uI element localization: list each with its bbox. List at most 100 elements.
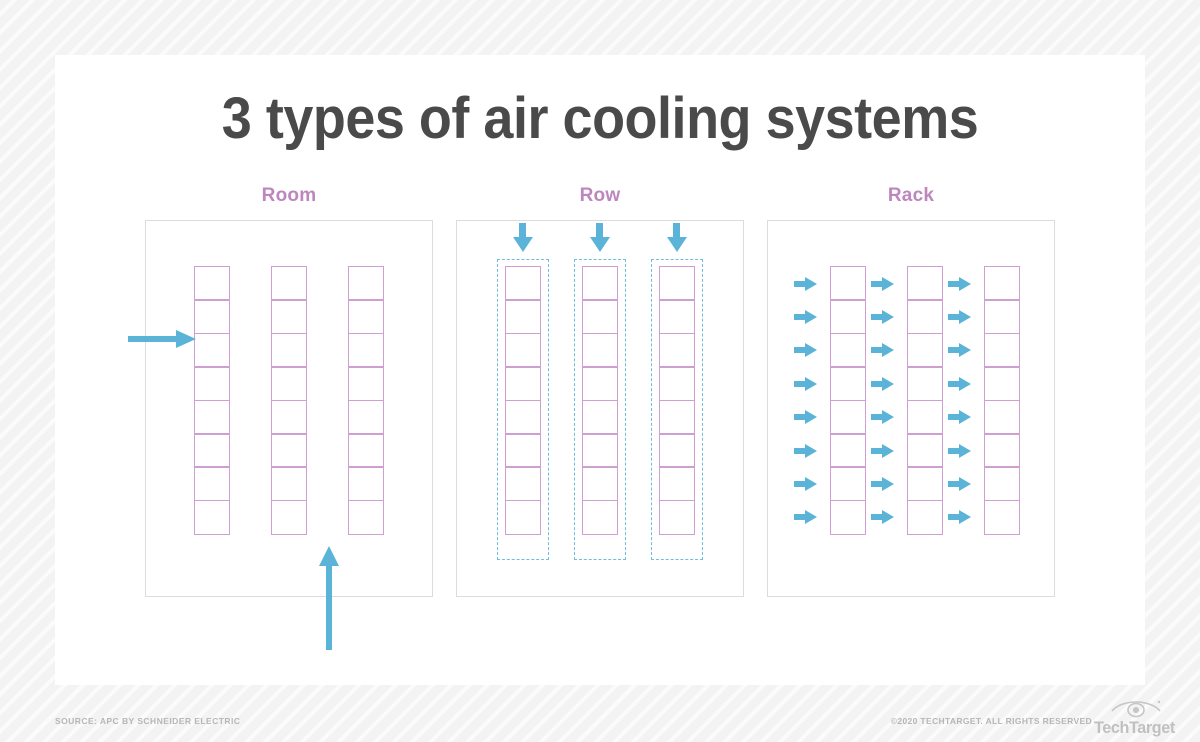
rack-unit xyxy=(907,366,943,402)
rack-unit xyxy=(348,366,384,402)
rack-column xyxy=(582,266,618,535)
rack-unit xyxy=(194,399,230,435)
rack-unit xyxy=(582,466,618,502)
rack-unit xyxy=(271,366,307,402)
rack-unit xyxy=(984,433,1020,469)
rack-supply-arrow xyxy=(948,276,971,291)
rack-unit xyxy=(194,266,230,301)
rack-unit xyxy=(271,466,307,502)
panel-row: Row xyxy=(456,185,744,597)
techtarget-wordmark: TechTarget xyxy=(1094,718,1175,737)
rack-unit xyxy=(830,433,866,469)
rack-unit xyxy=(984,499,1020,535)
rack-unit xyxy=(194,433,230,469)
rack-supply-arrow xyxy=(871,410,894,425)
rack-unit xyxy=(271,299,307,335)
rack-unit xyxy=(194,332,230,368)
rack-unit xyxy=(984,399,1020,435)
rack-unit xyxy=(659,433,695,469)
rack-unit xyxy=(830,399,866,435)
rack-supply-arrow xyxy=(794,510,817,525)
rack-column xyxy=(505,266,541,535)
rack-unit xyxy=(505,466,541,502)
techtarget-logo: TechTarget xyxy=(1094,698,1178,738)
rack-supply-arrow xyxy=(948,309,971,324)
rack-unit xyxy=(984,366,1020,402)
room-return-arrow-bottom xyxy=(319,546,339,650)
rack-unit xyxy=(194,499,230,535)
rack-unit xyxy=(194,299,230,335)
rack-column xyxy=(984,266,1020,535)
rack-unit xyxy=(659,399,695,435)
rack-unit xyxy=(194,366,230,402)
rack-unit xyxy=(505,366,541,402)
rack-supply-arrow xyxy=(794,276,817,291)
rack-supply-arrow xyxy=(794,309,817,324)
rack-unit xyxy=(984,466,1020,502)
rack-unit xyxy=(348,499,384,535)
panel-label-rack: Rack xyxy=(887,185,935,206)
rack-supply-arrow xyxy=(871,309,894,324)
room-supply-arrow-left xyxy=(128,330,196,348)
rack-unit xyxy=(582,366,618,402)
rack-column xyxy=(907,266,943,535)
rack-unit xyxy=(505,399,541,435)
rack-unit xyxy=(505,332,541,368)
panels-container: Room xyxy=(55,185,1145,665)
panel-box-room xyxy=(128,220,433,650)
rack-unit xyxy=(984,332,1020,368)
rack-unit xyxy=(348,466,384,502)
rack-unit xyxy=(348,266,384,301)
rack-unit xyxy=(582,266,618,301)
rack-supply-arrow xyxy=(948,476,971,491)
rack-unit xyxy=(194,466,230,502)
rack-unit xyxy=(907,299,943,335)
rack-unit xyxy=(907,399,943,435)
rack-unit xyxy=(348,399,384,435)
rack-unit xyxy=(582,399,618,435)
content-card: 3 types of air cooling systems Room xyxy=(55,55,1145,685)
row-supply-arrow-2 xyxy=(590,223,610,252)
rack-unit xyxy=(830,299,866,335)
rack-unit xyxy=(830,266,866,301)
row-containment-boundary xyxy=(497,259,549,560)
rack-unit xyxy=(659,366,695,402)
panel-room: Room xyxy=(128,185,433,650)
rack-unit xyxy=(505,266,541,301)
rack-supply-arrow xyxy=(794,443,817,458)
rack-unit xyxy=(582,299,618,335)
rack-unit xyxy=(505,299,541,335)
rack-unit xyxy=(582,499,618,535)
eye-icon xyxy=(1111,700,1161,718)
rack-column xyxy=(830,266,866,535)
rack-supply-arrow xyxy=(871,276,894,291)
rack-supply-arrow xyxy=(948,376,971,391)
rack-unit xyxy=(659,332,695,368)
rack-unit xyxy=(348,433,384,469)
rack-supply-arrow xyxy=(871,343,894,358)
rack-unit xyxy=(907,266,943,301)
rack-unit xyxy=(830,499,866,535)
rack-unit xyxy=(271,499,307,535)
row-containment-boundary xyxy=(574,259,626,560)
rack-unit xyxy=(659,499,695,535)
rack-supply-arrow xyxy=(948,410,971,425)
rack-column xyxy=(271,266,307,535)
panel-box-rack xyxy=(767,220,1055,597)
rack-supply-arrow xyxy=(794,376,817,391)
rack-supply-arrow xyxy=(948,343,971,358)
rack-column xyxy=(194,266,230,535)
rack-supply-arrow xyxy=(871,376,894,391)
rack-supply-arrow xyxy=(948,443,971,458)
rack-supply-arrow xyxy=(871,510,894,525)
row-supply-arrow-3 xyxy=(667,223,687,252)
row-supply-arrow-1 xyxy=(513,223,533,252)
rack-unit xyxy=(659,466,695,502)
rack-supply-arrow xyxy=(794,476,817,491)
rack-unit xyxy=(830,332,866,368)
rack-supply-arrow xyxy=(794,343,817,358)
rack-unit xyxy=(984,266,1020,301)
source-credit: SOURCE: APC BY SCHNEIDER ELECTRIC xyxy=(55,716,241,726)
page-title: 3 types of air cooling systems xyxy=(221,86,979,151)
